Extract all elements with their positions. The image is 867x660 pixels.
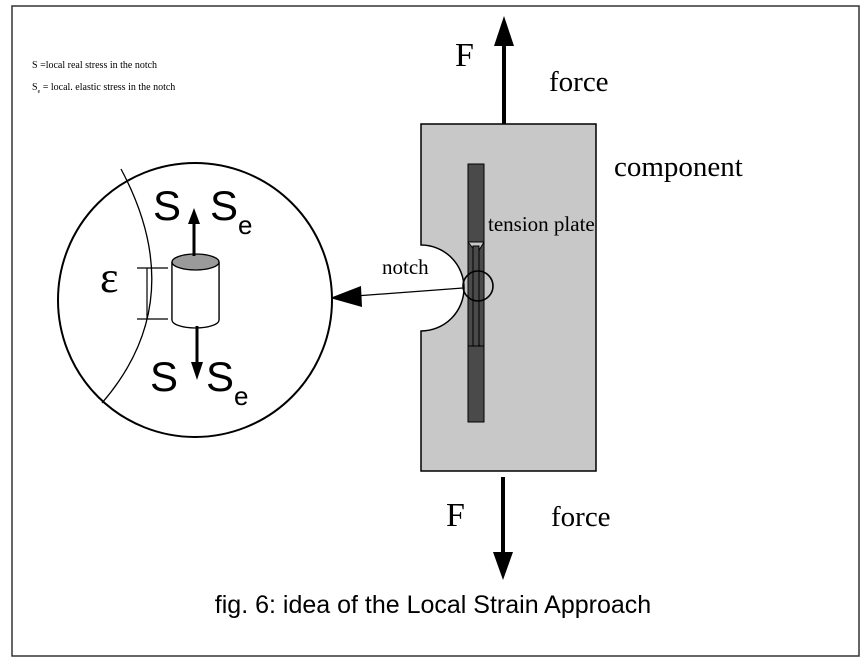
force-bottom-symbol: F	[446, 497, 465, 534]
stress-down-arrow-head	[191, 362, 203, 380]
stress-up-arrow-head	[188, 208, 200, 224]
force-top-label: force	[549, 66, 609, 98]
component-label: component	[614, 151, 743, 183]
strain-dimension	[137, 267, 168, 320]
figure-caption: fig. 6: idea of the Local Strain Approac…	[215, 591, 651, 619]
detail-notch-boundary	[101, 168, 153, 404]
notch-label: notch	[382, 255, 429, 279]
outer-border	[11, 5, 860, 657]
detail-leader-line	[341, 287, 464, 298]
force-bottom-arrow-head	[493, 552, 513, 580]
detail-se-top: Se	[210, 182, 252, 240]
force-top-arrow-head	[494, 16, 514, 46]
detail-leader-arrowhead	[330, 286, 362, 307]
component-body	[420, 123, 597, 472]
detail-s-top: S	[153, 182, 181, 229]
strain-element-cylinder	[171, 253, 220, 329]
tension-plate	[467, 163, 485, 423]
tension-plate-label: tension plate	[488, 212, 595, 236]
legend-s-line: S =local real stress in the notch	[32, 60, 157, 71]
epsilon-symbol: ε	[100, 253, 118, 302]
legend-se-line: Se = local. elastic stress in the notch	[32, 82, 175, 95]
detail-se-bottom: Se	[206, 353, 248, 411]
force-top-symbol: F	[455, 37, 474, 74]
force-bottom-label: force	[551, 501, 611, 533]
detail-s-bottom: S	[150, 353, 178, 400]
notch-marker-circle	[462, 270, 494, 302]
